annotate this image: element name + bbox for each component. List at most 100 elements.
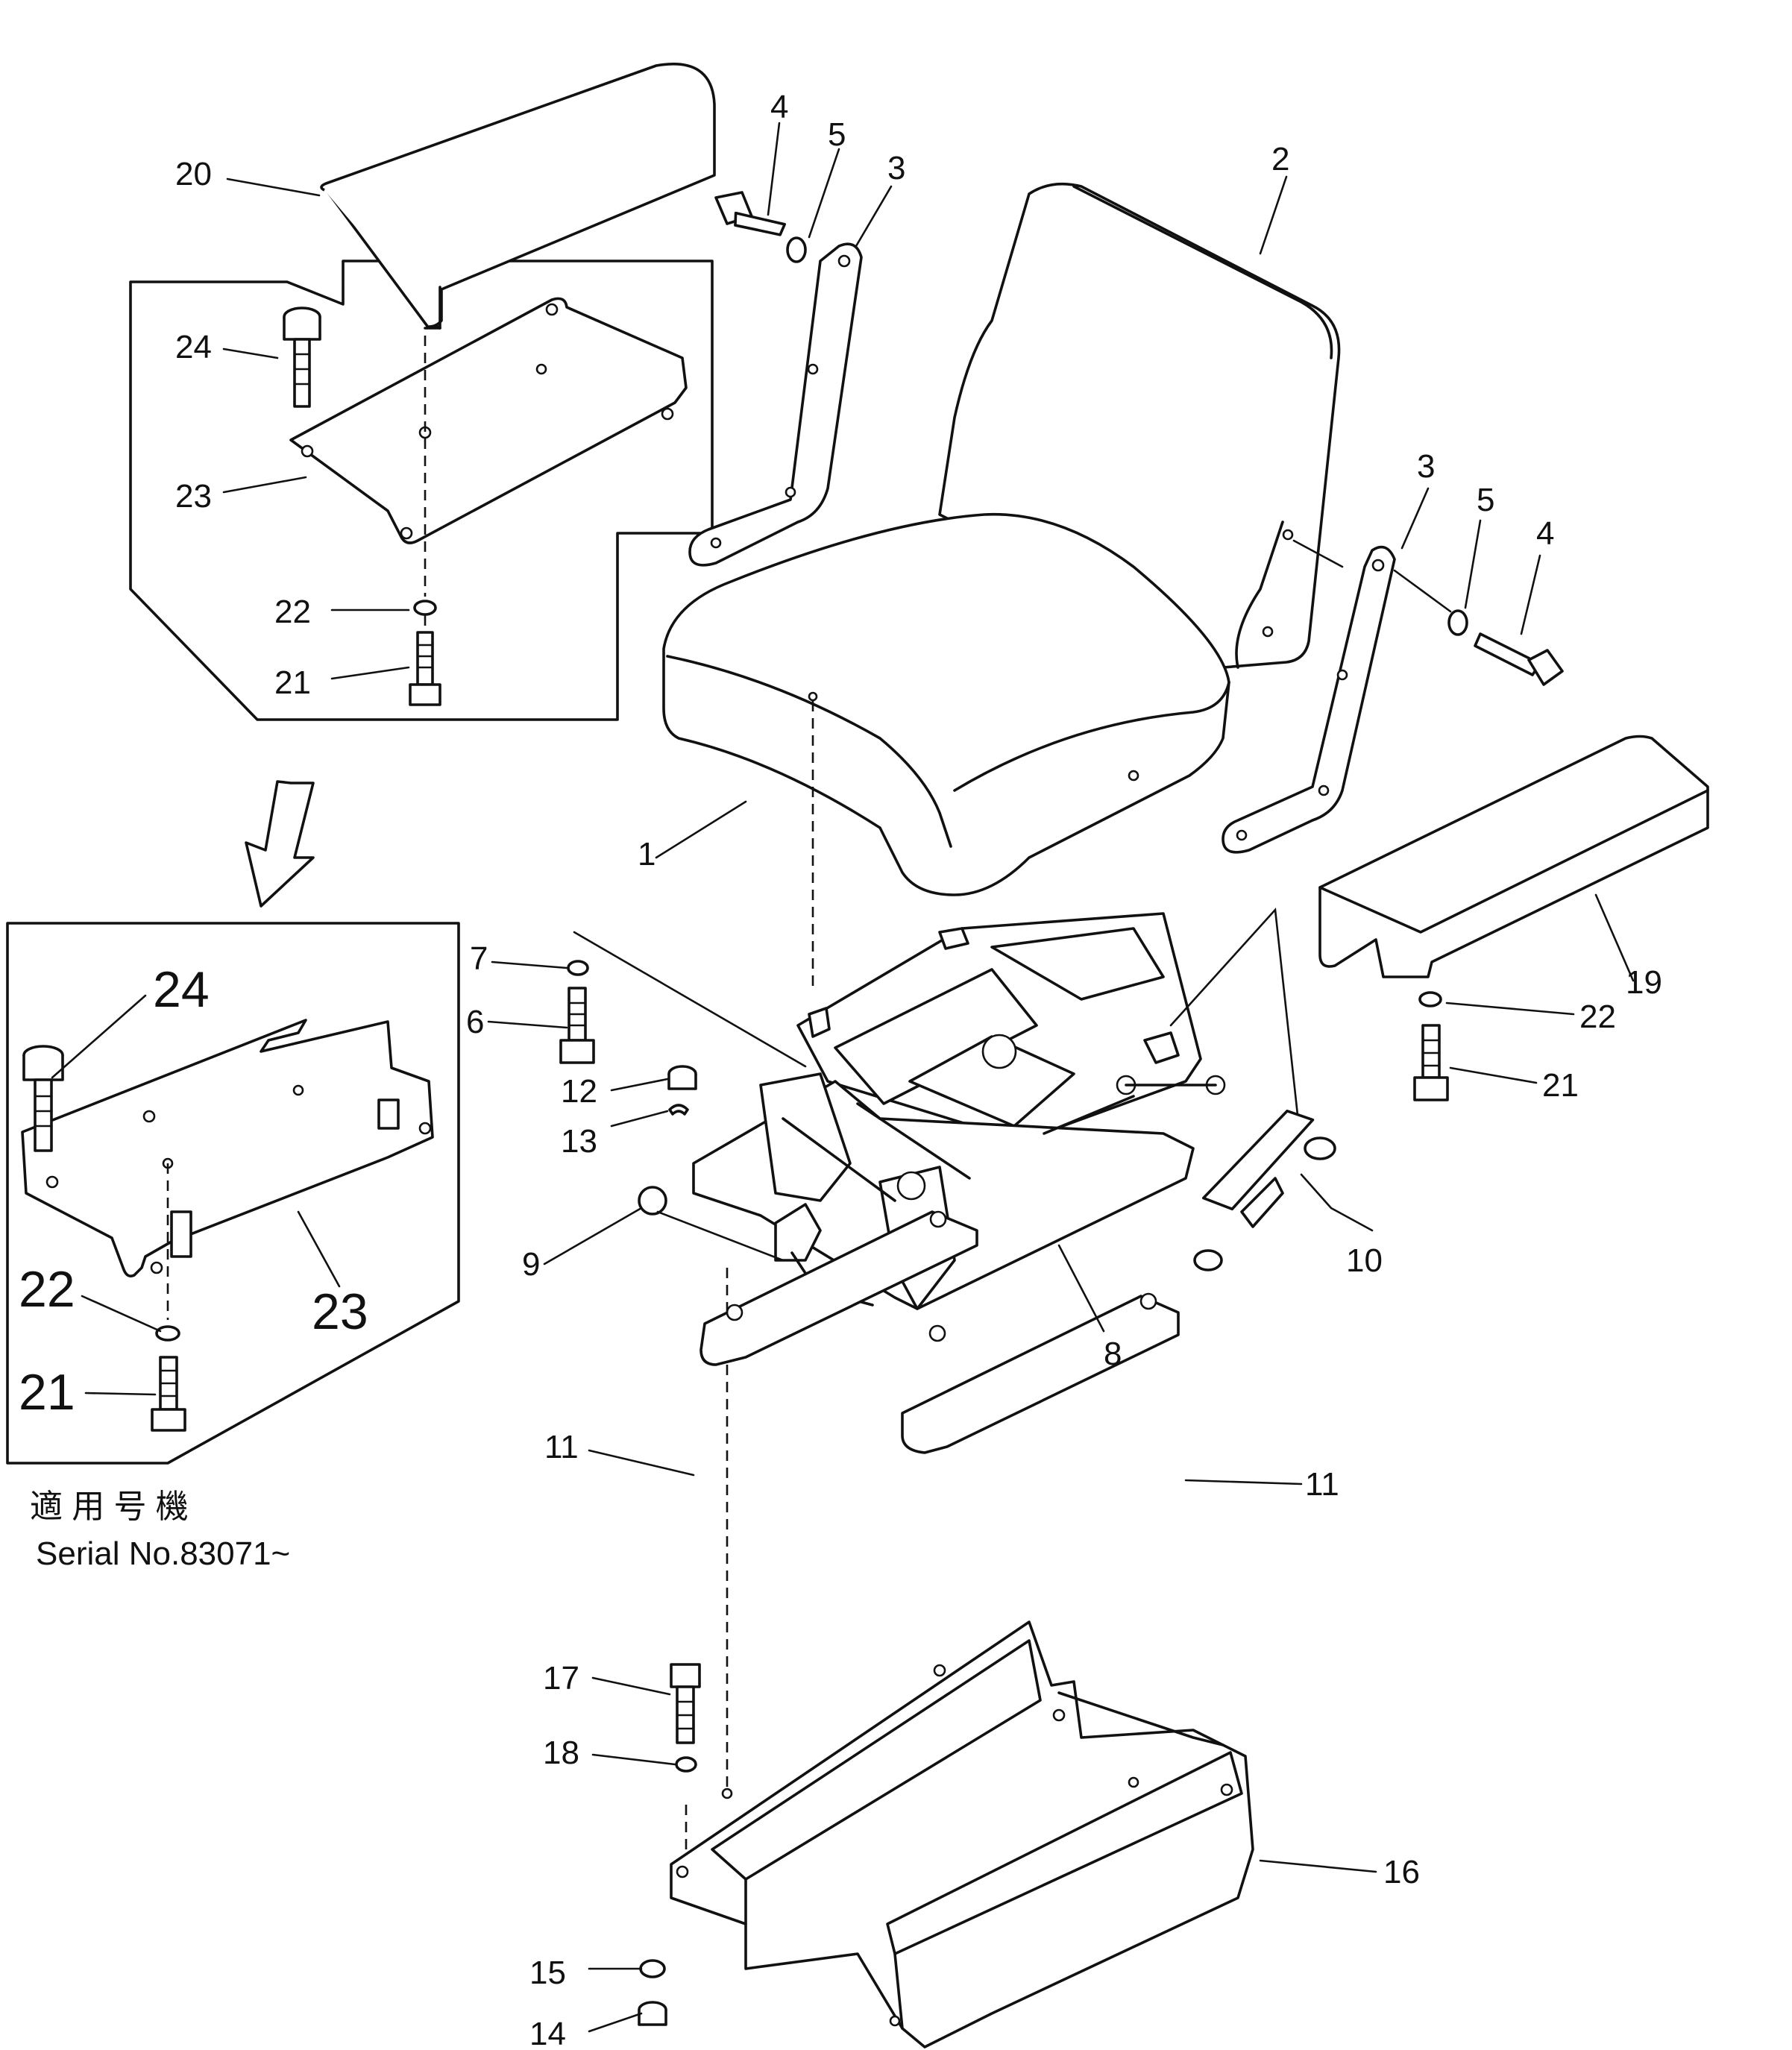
side-bracket-3-right [1222, 545, 1396, 854]
callout-24: 24 [175, 329, 212, 365]
bracket-hole [1236, 829, 1248, 841]
washer-22-right [1418, 991, 1442, 1007]
callout-14: 14 [529, 2016, 566, 2050]
bracket-hole [45, 1175, 59, 1189]
rail-stud [726, 1304, 743, 1321]
callout-21: 21 [274, 664, 311, 701]
nut-14 [638, 2001, 667, 2026]
bracket-hole [545, 303, 559, 316]
callout-12: 12 [561, 1073, 597, 1110]
suspension-tab [938, 927, 969, 950]
bracket-hole [785, 486, 796, 498]
inset-frame-2 [6, 922, 460, 1465]
bracket-hole [400, 526, 413, 540]
bracket-hole [301, 444, 314, 458]
callout-13: 13 [561, 1123, 597, 1160]
direction-arrow-icon [245, 780, 315, 908]
callout-3: 3 [887, 150, 905, 186]
callout-23-variant: 23 [312, 1283, 368, 1340]
callout-24-variant: 24 [153, 961, 210, 1018]
serial-variant-inset [6, 922, 460, 1465]
bracket-hole [535, 363, 547, 375]
knob-grip-9 [638, 1186, 667, 1216]
armrest-pad-20-outline [320, 63, 716, 328]
seat-back-hole [1262, 626, 1274, 638]
seat-assembly [662, 182, 1341, 992]
bolt-24 [283, 306, 321, 408]
callout-4-right: 4 [1536, 515, 1554, 552]
callout-6: 6 [466, 1004, 484, 1040]
bracket-slot [170, 1210, 192, 1258]
callout-21-variant: 21 [19, 1364, 75, 1421]
callout-5: 5 [828, 116, 846, 153]
bracket-hole [1336, 669, 1348, 681]
washer-7 [567, 960, 589, 976]
rail-stud [929, 1210, 947, 1228]
bolt-6 [559, 987, 595, 1064]
callout-labels: 20 24 23 22 21 4 5 3 2 1 3 5 4 19 22 21 … [19, 89, 1662, 2050]
rail-stud [1139, 1292, 1157, 1310]
callout-15: 15 [529, 1955, 566, 1991]
bracket-23 [289, 297, 688, 544]
washer-15 [639, 1959, 666, 1978]
bracket-hole [142, 1110, 156, 1123]
side-bracket-3-left [688, 242, 863, 567]
washer-5-right [1447, 609, 1468, 636]
callout-11-right: 11 [1305, 1466, 1339, 1503]
bolt-17 [670, 1663, 701, 1744]
armrest-mount-inset [129, 63, 716, 721]
suspension-tab [1143, 1031, 1180, 1064]
suspension-spring [981, 1034, 1017, 1069]
shock-absorber-10 [1193, 1109, 1336, 1271]
callout-21-right: 21 [1542, 1067, 1579, 1104]
suspension-spring [896, 1171, 926, 1201]
callout-9: 9 [522, 1246, 540, 1283]
seat-cushion-hole [808, 691, 818, 702]
callout-22-right: 22 [1579, 999, 1616, 1035]
adjuster-knob [774, 1203, 822, 1262]
callout-2: 2 [1271, 141, 1289, 177]
armrest-19 [1318, 735, 1709, 978]
nut-12 [667, 1065, 697, 1090]
bolt-21-right [1413, 1024, 1449, 1101]
callout-10: 10 [1346, 1242, 1383, 1279]
bracket-hole [710, 537, 722, 549]
bracket-slot [377, 1098, 400, 1130]
bolt-4-right [1474, 632, 1564, 686]
bolt-24-variant [22, 1045, 64, 1152]
washer-22-variant [155, 1325, 180, 1342]
seat-rail-11-left [699, 1210, 978, 1366]
callout-22: 22 [274, 594, 311, 630]
washer-5-left [786, 236, 807, 263]
bracket-hole [661, 407, 674, 421]
seat-back-hole [1282, 529, 1294, 541]
seat-cushion-1 [662, 512, 1230, 896]
callout-18: 18 [543, 1735, 579, 1771]
suspension-window [834, 968, 1038, 1105]
washer-18 [675, 1756, 697, 1773]
callout-16: 16 [1383, 1854, 1420, 1890]
bracket-hole [418, 1122, 432, 1135]
rail-stud [928, 1324, 946, 1342]
bracket-hole [150, 1261, 163, 1274]
callout-11-left: 11 [544, 1429, 579, 1465]
washer-13 [668, 1104, 689, 1116]
bracket-hole [1318, 785, 1330, 796]
suspension-tab [808, 1007, 831, 1038]
bracket-hole [807, 363, 819, 375]
bracket-hole [837, 254, 851, 268]
callout-5-right: 5 [1477, 482, 1494, 518]
applicability-note: 適 用 号 機 Serial No.83071~ [30, 1488, 290, 1572]
seat-base-16 [670, 1620, 1254, 2049]
seat-rail-11-right [901, 1295, 1180, 1454]
applicability-note-jp: 適 用 号 機 [30, 1488, 189, 1525]
seat-cushion-hole [1128, 770, 1139, 782]
suspension-seat-area [908, 1035, 1075, 1128]
callout-3-right: 3 [1417, 448, 1435, 485]
bracket-hole [1371, 559, 1385, 572]
suspension-linkage [782, 1095, 1135, 1202]
callout-8: 8 [1104, 1336, 1122, 1372]
bracket-23-variant [21, 1019, 434, 1278]
callout-20: 20 [175, 156, 212, 192]
